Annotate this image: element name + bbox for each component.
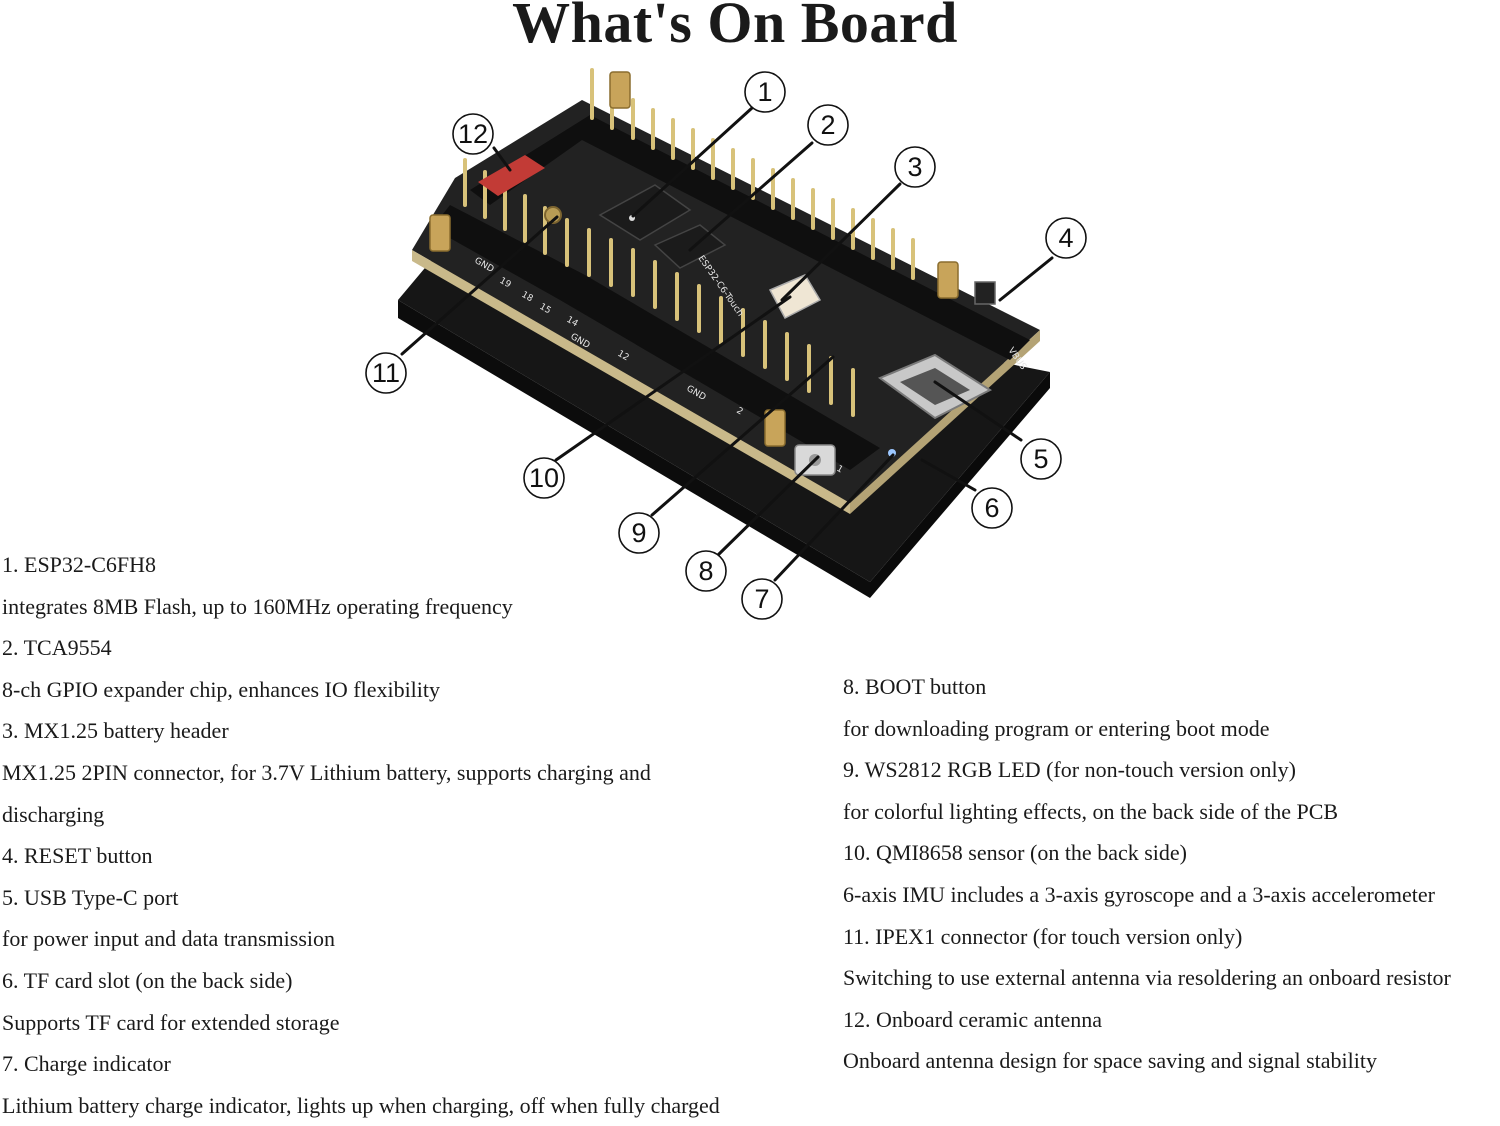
item-11-desc: Switching to use external antenna via re…: [843, 965, 1451, 991]
callout-12: 12: [452, 113, 494, 155]
callout-9: 9: [618, 512, 660, 554]
callout-8: 8: [685, 550, 727, 592]
item-10-desc: 6-axis IMU includes a 3-axis gyroscope a…: [843, 881, 1435, 907]
item-3-desc: MX1.25 2PIN connector, for 3.7V Lithium …: [2, 759, 651, 827]
svg-text:3: 3: [907, 152, 922, 182]
silkscreen-pin-9: 2: [735, 406, 745, 418]
callout-1: 1: [744, 71, 786, 113]
svg-text:5: 5: [1033, 444, 1048, 474]
battery-header: [768, 274, 822, 320]
silkscreen-pin-4: 15: [538, 302, 553, 316]
callout-10: 10: [523, 457, 565, 499]
svg-text:8: 8: [698, 556, 713, 586]
item-4-title: 4. RESET button: [2, 843, 153, 869]
item-1-desc: integrates 8MB Flash, up to 160MHz opera…: [2, 593, 513, 619]
standoffs: [429, 71, 959, 447]
item-11-title: 11. IPEX1 connector (for touch version o…: [843, 923, 1243, 949]
callout-4: 4: [1045, 217, 1087, 259]
item-12-title: 12. Onboard ceramic antenna: [843, 1006, 1102, 1032]
callout-11: 11: [365, 352, 407, 394]
callout-3: 3: [894, 146, 936, 188]
svg-text:6: 6: [984, 493, 999, 523]
item-5-title: 5. USB Type-C port: [2, 884, 179, 910]
item-7-title: 7. Charge indicator: [2, 1051, 171, 1077]
svg-text:4: 4: [1058, 223, 1073, 253]
item-10-title: 10. QMI8658 sensor (on the back side): [843, 840, 1187, 866]
silkscreen-pin-10: 1: [835, 464, 845, 476]
reset-button: [974, 281, 996, 305]
item-2-title: 2. TCA9554: [2, 635, 112, 661]
leader-lines: [400, 106, 1054, 582]
svg-text:12: 12: [458, 119, 488, 149]
svg-text:1: 1: [757, 77, 772, 107]
callout-6: 6: [971, 487, 1013, 529]
item-8-title: 8. BOOT button: [843, 674, 987, 699]
ceramic-antenna: [478, 155, 545, 196]
item-7-desc: Lithium battery charge indicator, lights…: [2, 1092, 720, 1118]
item-8-desc: for downloading program or entering boot…: [843, 715, 1270, 741]
item-3-title: 3. MX1.25 battery header: [2, 718, 229, 744]
item-6-desc: Supports TF card for extended storage: [2, 1009, 340, 1035]
item-12-desc: Onboard antenna design for space saving …: [843, 1048, 1377, 1074]
item-6-title: 6. TF card slot (on the back side): [2, 967, 293, 993]
svg-text:7: 7: [754, 584, 769, 614]
item-2-desc: 8-ch GPIO expander chip, enhances IO fle…: [2, 676, 441, 702]
svg-text:10: 10: [529, 463, 559, 493]
svg-text:11: 11: [372, 358, 400, 388]
item-9-title: 9. WS2812 RGB LED (for non-touch version…: [843, 757, 1296, 783]
svg-text:2: 2: [820, 110, 835, 140]
pin-header-top: [470, 115, 1030, 360]
item-9-desc: for colorful lighting effects, on the ba…: [843, 798, 1339, 824]
feature-list-right: 8. BOOT button for downloading program o…: [843, 666, 1498, 1082]
pin-header-left: [432, 205, 880, 470]
svg-text:9: 9: [631, 518, 646, 548]
item-5-desc: for power input and data transmission: [2, 926, 335, 952]
header-pins: [463, 68, 915, 417]
feature-list-left: 1. ESP32-C6FH8 integrates 8MB Flash, up …: [2, 544, 802, 1126]
item-1-title: 1. ESP32-C6FH8: [2, 552, 157, 577]
callout-5: 5: [1020, 438, 1062, 480]
board-diagram: ESP32-C6-Touch GND 19 18 15 14 GND 12 GN…: [365, 68, 1087, 620]
callout-2: 2: [807, 104, 849, 146]
silkscreen-pin-7: 12: [616, 349, 631, 363]
pcb: [412, 100, 1040, 514]
callout-7: 7: [741, 578, 783, 620]
page-title: What's On Board: [512, 0, 958, 55]
